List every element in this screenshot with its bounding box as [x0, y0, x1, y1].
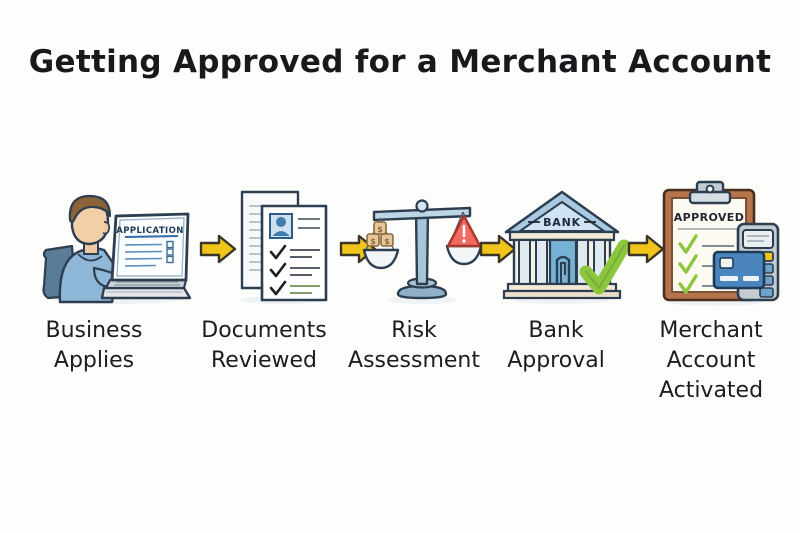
step-illustration-business-applies: APPLICATION — [32, 176, 192, 306]
svg-text:$: $ — [384, 237, 390, 246]
step-illustration-bank-approval: BANK — [502, 176, 631, 306]
step-illustration-merchant-account-activated: APPROVED — [652, 176, 784, 306]
caption-line: Bank — [528, 318, 584, 343]
caption-line: Documents — [201, 318, 327, 343]
step-caption-merchant-account-activated: Merchant Account Activated — [638, 316, 784, 406]
laptop-screen-heading: APPLICATION — [116, 226, 183, 236]
caption-line: Applies — [53, 348, 135, 373]
page-title: Getting Approved for a Merchant Account — [28, 44, 772, 80]
clipboard-status-label: APPROVED — [674, 211, 745, 224]
svg-text:$: $ — [377, 225, 383, 234]
step-illustration-risk-assessment: $$$ — [362, 176, 483, 306]
caption-line: Merchant — [659, 318, 763, 343]
step-caption-documents-reviewed: Documents Reviewed — [186, 316, 342, 376]
flow-arrow-4 — [626, 232, 666, 266]
svg-text:$: $ — [370, 237, 376, 246]
caption-line: Risk — [391, 318, 437, 343]
caption-line: Activated — [658, 378, 764, 403]
caption-line: Assessment — [348, 348, 480, 373]
caption-line: Reviewed — [211, 348, 317, 373]
step-caption-bank-approval: Bank Approval — [486, 316, 626, 376]
step-caption-risk-assessment: Risk Assessment — [334, 316, 494, 376]
caption-line: Approval — [507, 348, 605, 373]
flow-arrow-1 — [198, 232, 238, 266]
bank-sign-label: BANK — [543, 216, 581, 229]
caption-line: Account — [666, 348, 756, 373]
step-caption-business-applies: Business Applies — [14, 316, 174, 376]
flow-arrow-3 — [478, 232, 518, 266]
caption-line: Business — [45, 318, 143, 343]
step-illustration-documents-reviewed — [224, 176, 340, 306]
process-flow: APPLICATION — [18, 176, 782, 306]
